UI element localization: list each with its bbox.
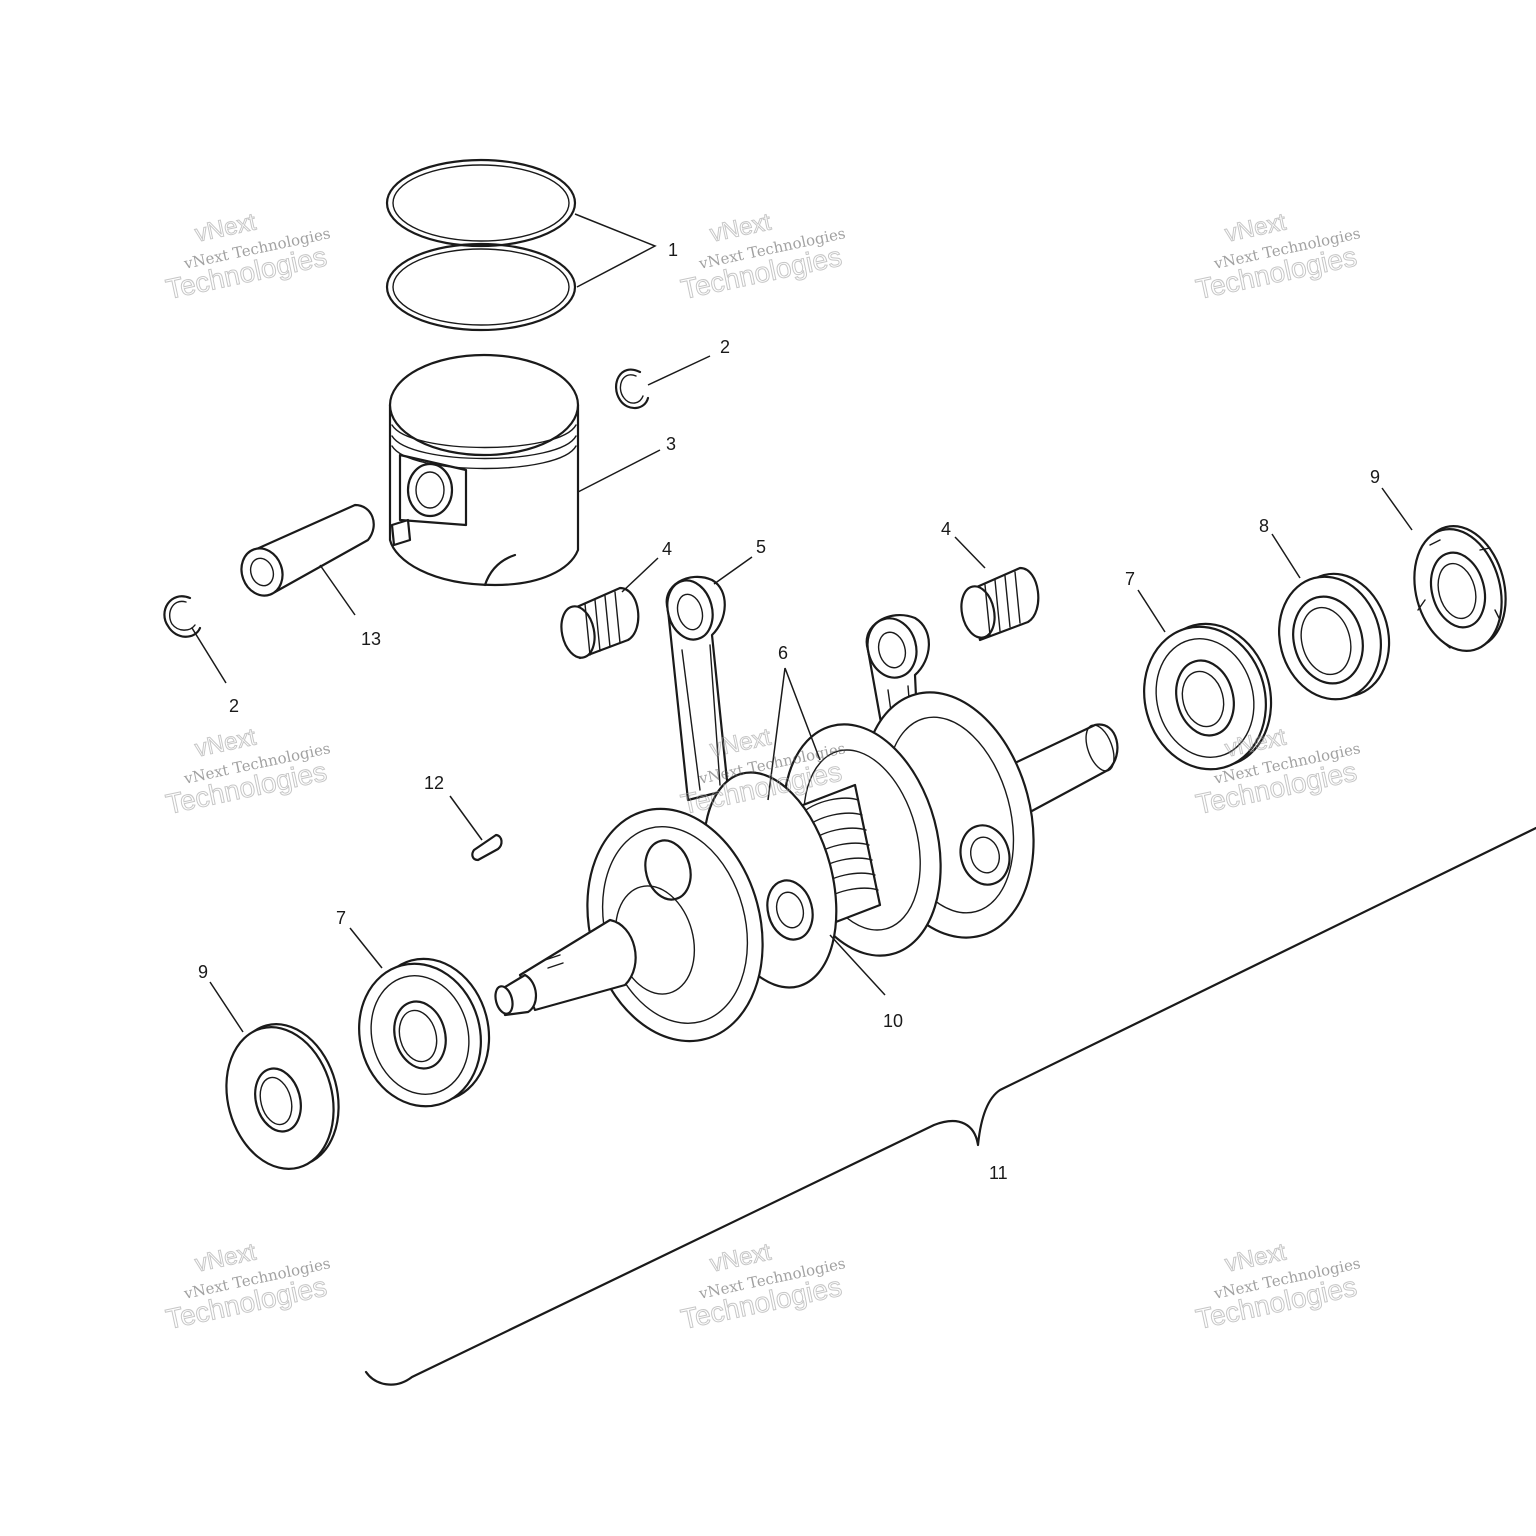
callout-2-lower: 2 bbox=[229, 696, 239, 716]
watermark: vNext vNext Technologies Technologies bbox=[163, 208, 332, 305]
piston-rings bbox=[385, 158, 577, 332]
callout-12: 12 bbox=[424, 773, 444, 793]
piston bbox=[388, 353, 580, 587]
callout-7-left: 7 bbox=[336, 908, 346, 928]
callout-13: 13 bbox=[361, 629, 381, 649]
woodruff-key bbox=[471, 833, 503, 862]
needle-bearing-right bbox=[960, 566, 1040, 642]
ball-bearing-left bbox=[358, 957, 491, 1108]
oil-seal-left bbox=[225, 1023, 340, 1170]
callout-2-upper: 2 bbox=[720, 337, 730, 357]
needle-bearing-left bbox=[560, 586, 640, 660]
callout-9-right: 9 bbox=[1370, 467, 1380, 487]
watermark: vNext vNext Technologies Technologies bbox=[1193, 1238, 1362, 1335]
callout-10: 10 bbox=[883, 1011, 903, 1031]
callout-3: 3 bbox=[666, 434, 676, 454]
callout-6: 6 bbox=[778, 643, 788, 663]
callout-1: 1 bbox=[668, 240, 678, 260]
callout-5: 5 bbox=[756, 537, 766, 557]
assembly-brace bbox=[364, 826, 1536, 1386]
callout-labels: 1 2 2 3 4 4 5 6 7 7 8 9 9 10 11 12 13 bbox=[198, 240, 1380, 1183]
leader-lines bbox=[191, 213, 1413, 1033]
watermark: vNext vNext Technologies Technologies bbox=[1193, 208, 1362, 305]
callout-7-right: 7 bbox=[1125, 569, 1135, 589]
connecting-rod-left bbox=[665, 575, 730, 802]
ball-bearing-right bbox=[1143, 622, 1273, 771]
watermark: vNext vNext Technologies Technologies bbox=[678, 208, 847, 305]
callout-4-right: 4 bbox=[941, 519, 951, 539]
oil-seal-right bbox=[1413, 525, 1507, 652]
watermark: vNext vNext Technologies Technologies bbox=[163, 1238, 332, 1335]
callout-8: 8 bbox=[1259, 516, 1269, 536]
crankshaft bbox=[494, 691, 1119, 1043]
callout-4-left: 4 bbox=[662, 539, 672, 559]
circlip-lower bbox=[163, 595, 202, 638]
circlip-upper bbox=[615, 368, 650, 410]
callout-9-left: 9 bbox=[198, 962, 208, 982]
callout-11: 11 bbox=[989, 1163, 1008, 1183]
bearing-8 bbox=[1278, 572, 1391, 701]
watermark: vNext vNext Technologies Technologies bbox=[163, 723, 332, 820]
wrist-pin bbox=[240, 503, 375, 597]
